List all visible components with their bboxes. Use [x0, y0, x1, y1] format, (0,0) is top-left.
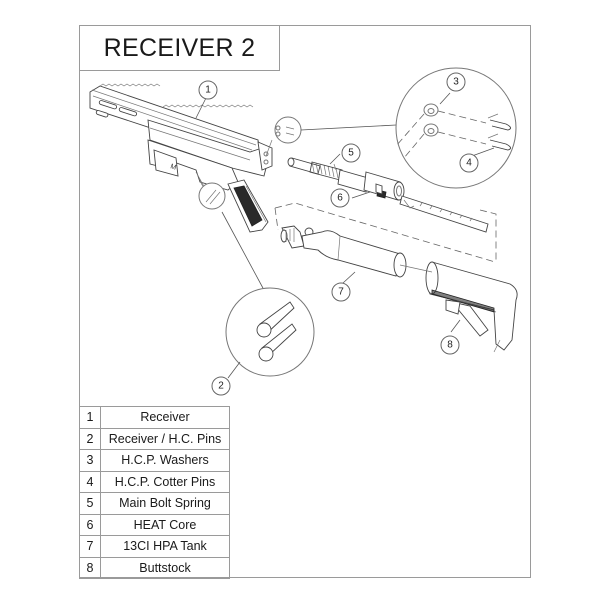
callout-label: 8 [447, 340, 453, 351]
cotter-pin-icon [487, 113, 511, 151]
part-number: 6 [79, 513, 101, 536]
callout-label: 7 [338, 287, 344, 298]
spring-coils [309, 161, 343, 181]
part-name: 13CI HPA Tank [100, 535, 230, 558]
receiver-drawing: M [89, 83, 273, 233]
pins-detail-circle [198, 182, 315, 379]
callout-label: 6 [337, 193, 343, 204]
part-number: 1 [79, 406, 101, 429]
callout-4: 4 [459, 153, 479, 173]
part-name: Main Bolt Spring [100, 492, 230, 515]
washer-icon [423, 103, 439, 137]
callout-3: 3 [446, 72, 466, 92]
page-title: RECEIVER 2 [103, 33, 256, 62]
callout-8: 8 [440, 335, 460, 355]
part-name: HEAT Core [100, 513, 230, 536]
part-number: 4 [79, 470, 101, 493]
callout-1: 1 [198, 80, 218, 100]
part-number: 7 [79, 535, 101, 558]
part-name: H.C.P. Cotter Pins [100, 470, 230, 493]
pin-icon [256, 301, 297, 362]
pin-detail-small [265, 116, 302, 157]
part-number: 8 [79, 556, 101, 579]
callout-label: 1 [205, 85, 211, 96]
washer-detail-circle [395, 67, 517, 189]
callout-7: 7 [331, 282, 351, 302]
buttstock-drawing [399, 261, 518, 353]
callout-label: 4 [466, 158, 472, 169]
part-name: Receiver [100, 406, 230, 429]
part-name: H.C.P. Washers [100, 449, 230, 472]
svg-text:M: M [169, 163, 177, 172]
bolt-assembly-drawing [287, 157, 489, 233]
part-number: 2 [79, 427, 101, 450]
rail-teeth [99, 83, 254, 108]
part-number: 3 [79, 449, 101, 472]
callout-6: 6 [330, 188, 350, 208]
callout-5: 5 [341, 143, 361, 163]
part-name: Buttstock [100, 556, 230, 579]
title-box: RECEIVER 2 [79, 25, 280, 71]
part-name: Receiver / H.C. Pins [100, 427, 230, 450]
hpa-tank-drawing [280, 225, 407, 278]
tank-group-dashed-outline [274, 202, 497, 263]
callout-label: 5 [348, 148, 354, 159]
part-number: 5 [79, 492, 101, 515]
callout-2: 2 [211, 376, 231, 396]
callout-label: 3 [453, 77, 459, 88]
callout-label: 2 [218, 381, 224, 392]
diagram-frame [79, 25, 531, 578]
